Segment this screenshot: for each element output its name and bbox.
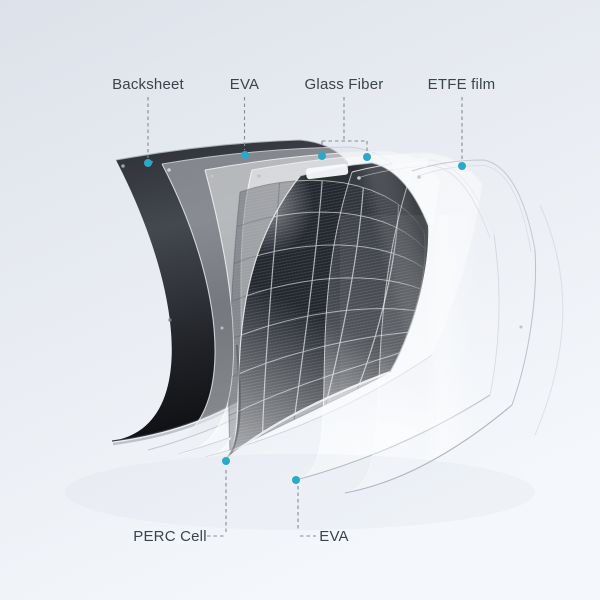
svg-text:PERC Cell: PERC Cell bbox=[133, 528, 206, 545]
svg-text:Glass Fiber: Glass Fiber bbox=[305, 76, 384, 93]
svg-text:ETFE film: ETFE film bbox=[428, 76, 496, 93]
svg-text:EVA: EVA bbox=[319, 528, 349, 545]
svg-text:Backsheet: Backsheet bbox=[112, 76, 184, 93]
svg-text:EVA: EVA bbox=[230, 76, 260, 93]
